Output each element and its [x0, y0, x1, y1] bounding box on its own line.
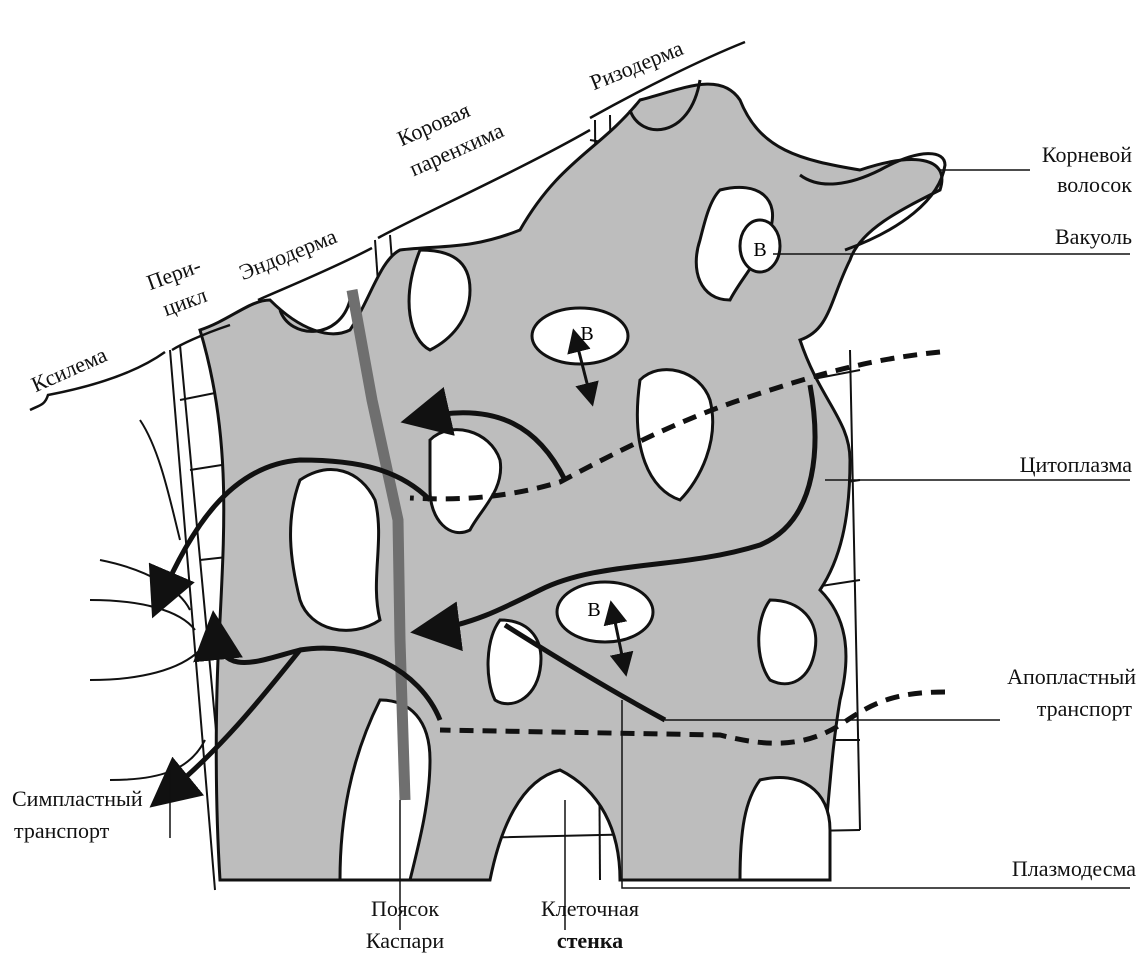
xylem-lines [90, 420, 205, 780]
label-root-hair-line2: волосок [1057, 172, 1132, 198]
label-casparian-line1: Поясок [350, 896, 460, 922]
vacuole-mark-3: В [753, 239, 766, 261]
label-vacuole: Вакуоль [1055, 224, 1132, 250]
label-apoplast-line1: Апопластный [1007, 664, 1136, 690]
label-symplast-line1: Симпластный [12, 786, 143, 812]
vacuole-mark-1: В [580, 323, 593, 345]
label-plasmodesma: Плазмодесма [1012, 856, 1136, 882]
label-apoplast-line2: транспорт [1037, 696, 1132, 722]
label-cell-wall-line1: Клеточная [530, 896, 650, 922]
label-cell-wall-line2: стенка [530, 928, 650, 954]
label-symplast-line2: транспорт [14, 818, 109, 844]
label-root-hair-line1: Корневой [1042, 142, 1132, 168]
label-cytoplasm: Цитоплазма [1020, 452, 1132, 478]
vacuole-mark-2: В [587, 599, 600, 621]
label-casparian-line2: Каспари [350, 928, 460, 954]
